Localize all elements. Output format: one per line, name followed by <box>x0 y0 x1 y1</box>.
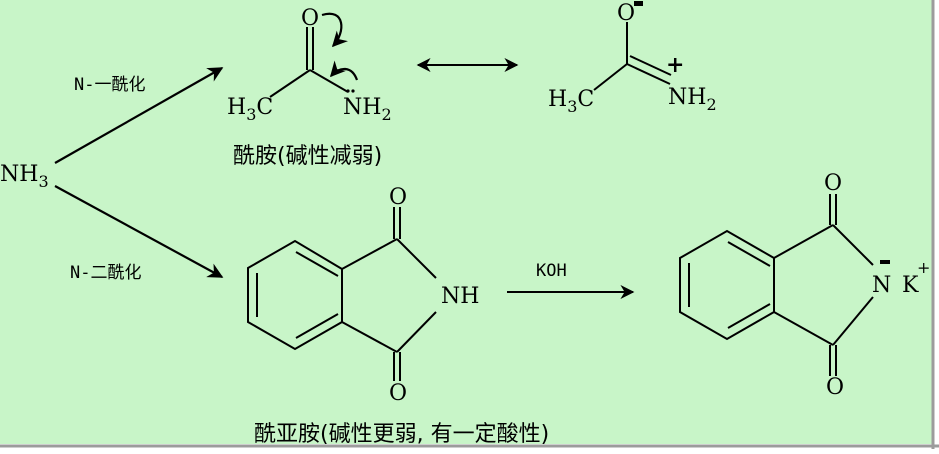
potassium-phthalimide-structure: O O N K + <box>679 171 930 400</box>
salt-oxygen-bottom: O <box>826 375 844 400</box>
di-acylation-arrow <box>54 185 224 278</box>
mono-acylation-label: N-一酰化 <box>74 75 145 95</box>
electron-push-arrow-n <box>329 60 359 81</box>
oxygen-negative-charge <box>634 1 643 6</box>
imide-nh-label: NH <box>441 284 479 309</box>
amide-methyl-label: H3C <box>227 95 273 124</box>
imide-oxygen-top: O <box>389 185 407 210</box>
reagent-nh3-label: NH3 <box>0 162 49 191</box>
phthalimide-structure: O O NH <box>247 185 479 406</box>
potassium-charge: + <box>917 258 930 277</box>
amide-caption: 酰胺(碱性减弱) <box>233 144 382 169</box>
nitrogen-negative-charge <box>880 260 890 264</box>
resonance-nitrogen-label: NH2 <box>668 85 717 114</box>
resonance-oxygen-label: O <box>617 1 635 26</box>
electron-push-arrow-o <box>321 12 349 48</box>
di-acylation-label: N-二酰化 <box>70 263 141 283</box>
koh-reagent-label: KOH <box>536 261 567 281</box>
imide-caption: 酰亚胺(碱性更弱, 有一定酸性) <box>254 422 549 447</box>
background-panel <box>0 0 932 444</box>
imide-oxygen-bottom: O <box>389 381 407 406</box>
potassium-label: K <box>902 273 919 298</box>
amide-oxygen-label: O <box>301 6 319 31</box>
amide-structure: O H3C NH2 酰胺(碱性减弱) <box>227 6 392 169</box>
nitrogen-positive-charge: + <box>666 52 684 78</box>
mono-acylation-arrow <box>54 67 224 164</box>
resonance-methyl-label: H3C <box>548 87 594 116</box>
amide-nitrogen-label: NH2 <box>343 95 392 124</box>
salt-oxygen-top: O <box>824 171 842 196</box>
salt-nitrogen-label: N <box>872 273 891 298</box>
resonance-structure: O H3C NH2 + <box>548 1 717 116</box>
